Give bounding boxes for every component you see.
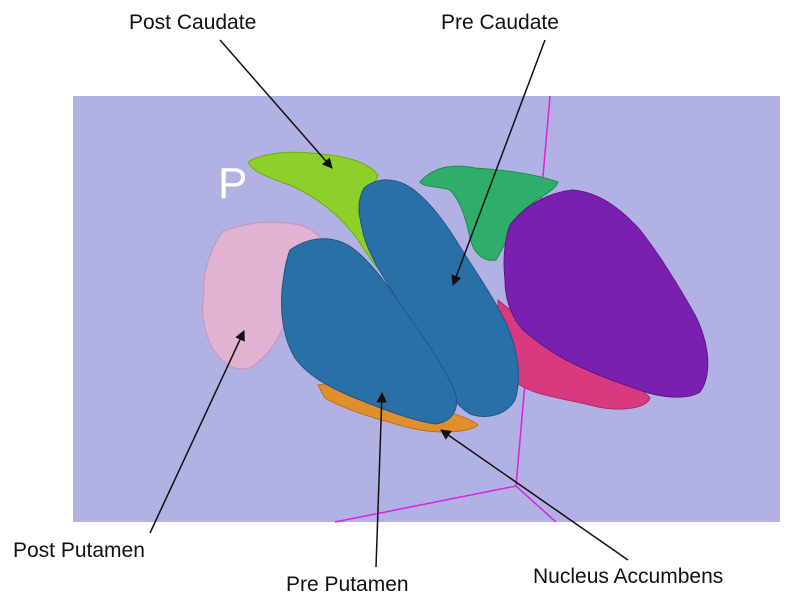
label-pre-caudate: Pre Caudate [441, 12, 559, 33]
orientation-letter: P [218, 159, 247, 208]
label-pre-putamen: Pre Putamen [286, 574, 409, 595]
label-post-caudate: Post Caudate [129, 12, 256, 33]
label-post-putamen: Post Putamen [13, 540, 145, 561]
label-nucleus-accumbens: Nucleus Accumbens [533, 566, 723, 587]
